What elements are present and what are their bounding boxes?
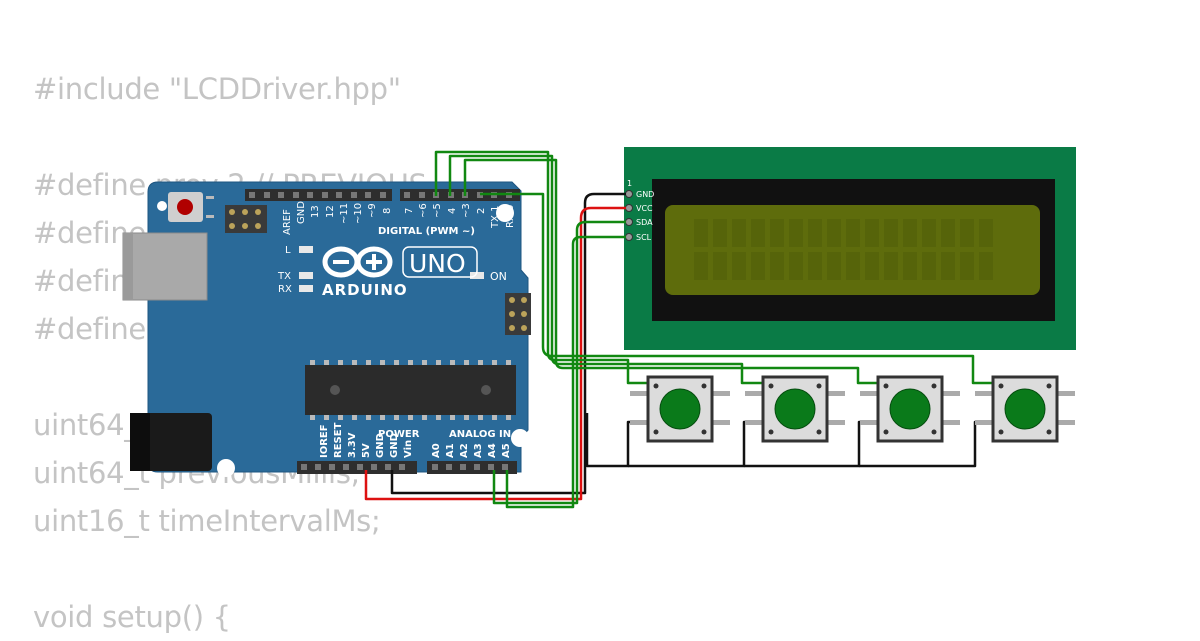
analog-header [427, 461, 517, 474]
code-line: #include "LCDDriver.hpp" [33, 72, 401, 106]
pushbutton-3[interactable] [860, 375, 960, 443]
reset-button[interactable] [168, 192, 214, 222]
usb-connector [122, 232, 208, 301]
pin-label: 3.3V [347, 432, 358, 458]
mounting-hole [511, 429, 529, 447]
mounting-hole [496, 204, 514, 222]
pin-label: Vin [403, 440, 414, 458]
lcd-1602-i2c[interactable]: 1 GND VCC SDA SCL [624, 147, 1076, 350]
lcd-pin1-label: 1 [627, 179, 632, 188]
pushbutton-4[interactable] [975, 375, 1075, 443]
wire-gnd [390, 192, 626, 495]
pin-label: ~3 [461, 203, 472, 218]
wire-button-2 [448, 154, 764, 385]
power-header-label: POWER [378, 429, 420, 440]
analog-header-label: ANALOG IN [449, 429, 511, 440]
code-line: uint16_t timeIntervalMs; [33, 504, 381, 538]
pin-label: ~5 [432, 203, 443, 218]
pin-label: 8 [382, 208, 393, 214]
pin-label: RX 0 [505, 205, 516, 228]
lcd-pin-label: GND [636, 190, 654, 199]
code-line: void setup() { [33, 600, 231, 634]
pin-label: A0 [431, 443, 442, 458]
wire-button-3 [463, 158, 879, 385]
arduino-logo: ARDUINO UNO [322, 246, 478, 299]
pin-label: 7 [404, 208, 415, 214]
wires [364, 150, 994, 509]
mounting-hole [157, 201, 167, 211]
brand-label: ARDUINO [322, 281, 408, 299]
icsp-header [225, 205, 267, 233]
lcd-screen [665, 205, 1040, 295]
pin-label: 2 [476, 208, 487, 214]
code-line: #define [33, 312, 146, 346]
arduino-uno-board[interactable]: AREF GND 13 12 ~11 ~10 ~9 8 7 ~6 ~5 4 ~3… [122, 181, 531, 477]
pushbutton-1[interactable] [630, 375, 730, 443]
pin-label: A4 [487, 443, 498, 458]
pin-label: 4 [447, 208, 458, 214]
led-rx: RX [278, 284, 313, 295]
led-label: RX [278, 284, 292, 295]
pin-label: 12 [325, 205, 336, 218]
top-pin-labels: AREF GND 13 12 ~11 ~10 ~9 8 7 ~6 ~5 4 ~3… [282, 201, 516, 235]
lcd-i2c-pins: GND VCC SDA SCL [625, 190, 654, 242]
led-label: ON [490, 270, 507, 283]
led-l: L [285, 245, 313, 256]
wire-button-1 [434, 150, 650, 385]
pin-label: ~6 [418, 203, 429, 218]
digital-header-label: DIGITAL (PWM ~) [378, 226, 475, 237]
pin-label: ~9 [367, 203, 378, 218]
wire-scl [505, 235, 626, 509]
led-label: TX [277, 271, 291, 282]
pin-label: A5 [501, 443, 512, 458]
digital-header-left [245, 189, 392, 201]
infinity-logo-icon [322, 246, 393, 278]
bottom-pin-labels: IOREF RESET 3.3V 5V GND GND Vin A0 A1 A2… [319, 422, 512, 458]
pin-label: GND [389, 433, 400, 458]
pin-label: 13 [310, 205, 321, 218]
mounting-hole [217, 459, 235, 477]
power-header [297, 461, 417, 474]
led-label: L [285, 245, 291, 256]
pin-label: A1 [445, 443, 456, 458]
power-jack [130, 413, 212, 471]
pin-label: GND [296, 201, 307, 224]
model-label: UNO [409, 249, 466, 278]
pushbutton-2[interactable] [745, 375, 845, 443]
pin-label: ~10 [353, 203, 364, 224]
pin-label: TX 1 [490, 206, 501, 230]
lcd-pin-label: VCC [636, 204, 653, 213]
led-tx: TX [277, 271, 313, 282]
led-on: ON [470, 270, 507, 283]
pin-label: AREF [282, 209, 293, 235]
pin-label: IOREF [319, 424, 330, 458]
pin-label: GND [375, 433, 386, 458]
pin-label: A3 [473, 443, 484, 458]
lcd-pin-label: SCL [636, 233, 652, 242]
lcd-pin-label: SDA [636, 218, 653, 227]
pin-label: RESET [333, 422, 344, 458]
pin-label: ~11 [339, 203, 350, 224]
icsp-header [505, 293, 531, 335]
wire-sda [492, 220, 626, 505]
pin-label: A2 [459, 443, 470, 458]
code-line: uint64_ [33, 408, 139, 442]
atmega-chip [305, 360, 516, 420]
pin-label: 5V [361, 443, 372, 458]
wire-vcc [364, 206, 626, 501]
lcd-character-grid [694, 219, 993, 280]
wire-button-4 [480, 192, 994, 385]
